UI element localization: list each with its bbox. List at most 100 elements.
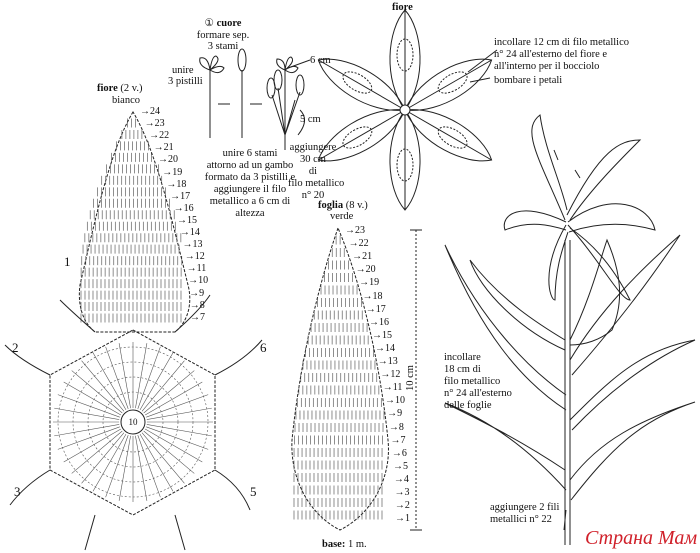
arrow-icon: → [355,264,366,276]
note-line: metallico a 6 cm di [209,196,291,207]
row-number: →21 [352,252,372,262]
arrow-icon: → [390,434,401,446]
arrow-icon: → [387,408,398,420]
leaf-base: base: 1 m. [322,539,367,551]
note-line: attorno ad un gambo [206,160,294,171]
row-number: →3 [394,488,409,498]
row-number: →20 [356,265,376,275]
row-number-value: 23 [355,225,365,236]
note-line: unire 6 stami [222,148,278,159]
row-number: →9 [189,288,204,299]
row-number: →24 [140,107,160,117]
unite-label: unire [172,65,194,76]
arrow-icon: → [380,369,391,381]
arrow-icon: → [372,329,383,341]
note-line: altezza [235,208,265,219]
petal-color: bianco [112,95,140,106]
hex-label-6: 6 [260,340,267,355]
row-number: →23 [145,119,165,129]
arrow-icon: → [173,202,184,214]
arrow-icon: → [140,106,150,117]
dim-5cm: 5 cm [300,114,321,125]
arrow-icon: → [368,316,379,328]
note-line: 30 cm [300,154,326,165]
leaf-color: verde [330,211,354,222]
row-number: →23 [345,226,365,236]
row-number-value: 21 [362,251,373,263]
arrow-icon: → [188,275,199,287]
row-number-value: 8 [398,421,404,433]
row-number: →19 [162,166,183,178]
arrow-icon: → [385,395,396,407]
row-number-value: 12 [390,369,401,381]
row-number: →22 [349,239,369,249]
leaf-count: (8 v.) [345,200,368,211]
petal-count: (2 v.) [120,83,143,94]
row-number: →16 [368,316,389,328]
petal-title: fiore (2 v.) [97,83,142,95]
row-number-value: 19 [172,166,183,178]
lily-illustration [444,114,696,545]
petal-title-text: fiore [97,83,118,94]
row-number-value: 20 [168,154,179,166]
row-number-value: 17 [375,303,386,315]
row-number-value: 23 [154,118,165,130]
note-line: filo metallico [444,376,501,387]
row-number-value: 5 [402,460,408,472]
row-number-value: 20 [365,264,376,276]
arrow-icon: → [395,513,405,525]
row-number: →19 [359,278,379,288]
arrow-icon: → [359,277,370,289]
row-number-value: 21 [163,142,174,154]
arrow-icon: → [382,382,393,394]
petal-chart [4,111,263,551]
row-number-value: 19 [369,277,380,289]
note-line: all'interno per il bocciolo [494,61,600,72]
arrow-icon: → [365,303,376,315]
note-line: filo metallico [288,178,345,189]
row-number-value: 12 [194,251,205,263]
row-number-value: 17 [180,190,191,202]
leaf-title-text: foglia [318,200,344,211]
row-number: →13 [378,357,398,367]
row-number-value: 8 [199,299,205,311]
row-number-value: 11 [196,263,207,275]
row-number-value: 2 [404,500,410,512]
leaf-height: 10 cm [404,365,416,391]
row-number-value: 15 [186,214,197,226]
row-number-value: 22 [358,238,369,250]
row-number: →17 [170,190,191,202]
row-number: →18 [362,290,383,302]
row-number: →17 [365,303,386,315]
arrow-icon: → [374,342,385,354]
arrow-icon: → [184,251,195,263]
note-line: delle foglie [444,400,492,411]
note-line: n° 24 all'esterno [444,388,512,399]
center-round: 10 [128,417,138,427]
arrow-icon: → [189,299,200,311]
leaf-chart [291,226,422,531]
heart-line2: 3 stami [207,41,239,52]
row-number: →16 [173,202,194,214]
row-number: →7 [190,312,205,323]
row-number-value: 13 [192,239,203,251]
arrow-icon: → [186,263,197,275]
arrow-icon: → [162,166,173,178]
row-number: →11 [383,383,403,393]
row-number-value: 1 [405,513,410,525]
leaf-title: foglia (8 v.) [318,200,368,212]
row-number: →15 [177,214,197,226]
arrow-icon: → [348,238,359,250]
row-number-value: 14 [189,227,200,238]
base-value: 1 m. [347,539,367,550]
arrow-icon: → [179,227,190,238]
row-number-value: 7 [400,434,406,446]
arrow-icon: → [158,154,169,166]
row-number-value: 15 [382,329,393,341]
row-number: →22 [149,131,169,141]
row-number-value: 11 [392,382,403,394]
row-number-value: 18 [372,290,383,302]
row-number-value: 3 [404,487,410,498]
arrow-icon: → [149,130,160,142]
dim-6cm: 6 cm [310,55,331,66]
